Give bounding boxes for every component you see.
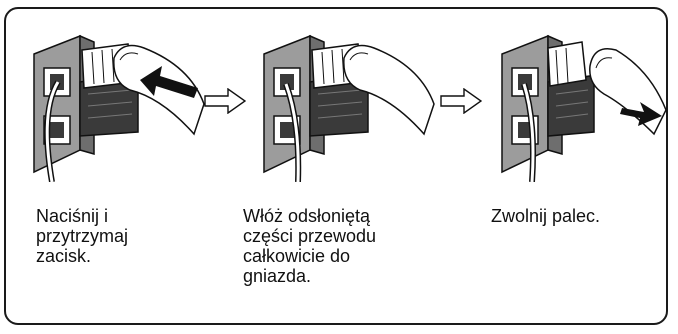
arrow-right-outline-icon	[440, 88, 482, 114]
press-clip-icon	[33, 34, 205, 182]
insert-wire-icon	[263, 34, 435, 182]
step-3-caption: Zwolnij palec.	[491, 206, 601, 226]
release-finger-icon	[501, 34, 667, 182]
instruction-frame	[4, 7, 668, 325]
step-1-caption: Naciśnij i przytrzymaj zacisk.	[36, 206, 129, 266]
arrow-right-outline-icon	[204, 88, 246, 114]
step-2-caption: Włóż odsłoniętą części przewodu całkowic…	[243, 206, 377, 286]
